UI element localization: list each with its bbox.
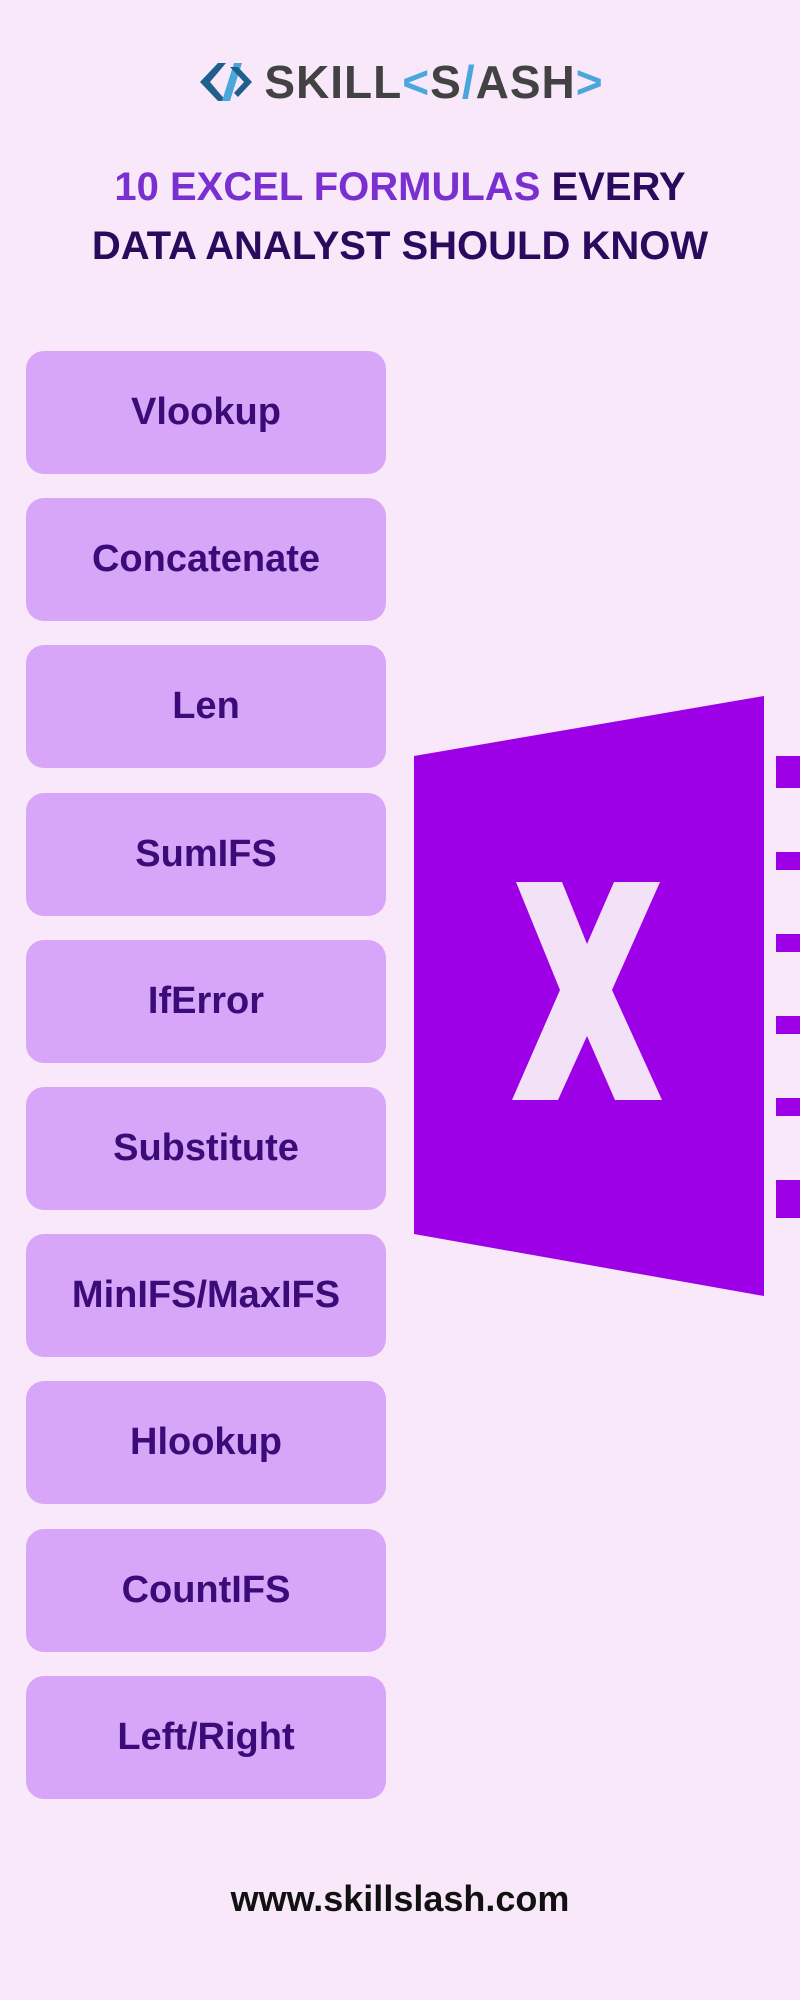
formula-item-len: Len [26,645,386,769]
title-line-1: 10 EXCEL FORMULAS EVERY [0,158,800,217]
formula-item-vlookup: Vlookup [26,351,386,474]
formula-list: Vlookup Concatenate Len SumIFS IfError S… [26,351,386,1823]
logo-wordmark: SKILL<S/ASH> [264,56,604,108]
page-title: 10 EXCEL FORMULAS EVERY DATA ANALYST SHO… [0,158,800,276]
formula-item-hlookup: Hlookup [26,1381,386,1505]
formula-item-substitute: Substitute [26,1086,386,1210]
formula-item-minifs-maxifs: MinIFS/MaxIFS [26,1234,386,1358]
website-url: www.skillslash.com [230,1878,570,1919]
title-rest: EVERY [540,165,686,209]
brand-logo: SKILL<S/ASH> [0,55,800,109]
formula-item-left-right: Left/Right [26,1675,386,1799]
formula-item-sumifs: SumIFS [26,792,386,916]
formula-item-concatenate: Concatenate [26,498,386,622]
skillslash-logo-icon [200,63,253,101]
formula-item-countifs: CountIFS [26,1528,386,1652]
title-accent: 10 EXCEL FORMULAS [114,165,541,209]
excel-icon [414,696,800,1296]
title-line-2: DATA ANALYST SHOULD KNOW [91,224,709,268]
formula-item-iferror: IfError [26,939,386,1063]
